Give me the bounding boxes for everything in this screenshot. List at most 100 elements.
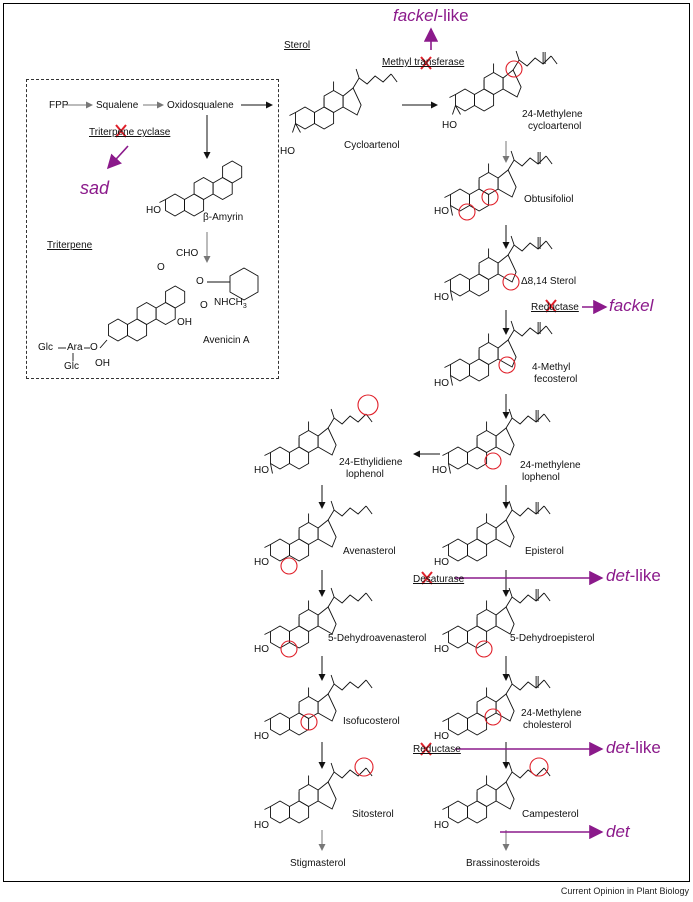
methyl xyxy=(452,105,456,115)
methylene-cycloartenol-label-1: 24-Methylene xyxy=(522,109,583,120)
ring xyxy=(469,358,490,382)
methyl xyxy=(510,235,515,246)
ho-bond xyxy=(442,452,449,456)
cross-methyl-transferase xyxy=(420,56,432,70)
nhch3-subscript: 3 xyxy=(242,303,247,310)
methyl-fecosterol-label-1: 4-Methyl xyxy=(532,362,571,373)
ring xyxy=(483,71,504,96)
ring xyxy=(165,285,186,309)
ring-d xyxy=(495,519,515,548)
det-like-mutant-1: det-like xyxy=(606,566,661,586)
side-chain xyxy=(505,767,545,783)
glycoside-o-label: O xyxy=(90,342,98,353)
ethylidiene-lophenol-structure xyxy=(264,408,373,474)
ring xyxy=(270,538,290,562)
ring-d xyxy=(342,87,362,116)
circle-d814 xyxy=(502,273,520,291)
ring xyxy=(298,429,319,454)
methyl xyxy=(508,500,513,511)
figure-frame xyxy=(3,3,690,882)
cross-reductase xyxy=(545,299,557,313)
cross-stroke xyxy=(545,299,557,313)
det-like-1-name: det xyxy=(606,566,630,585)
beta-amyrin-label: β-Amyrin xyxy=(203,212,244,223)
ring-d xyxy=(495,781,515,810)
ho-bond xyxy=(442,718,449,722)
sitosterol-label: Sitosterol xyxy=(352,809,394,820)
ring xyxy=(448,712,468,736)
triterpene-heading: Triterpene xyxy=(47,240,93,251)
fackel-like-name: fackel xyxy=(393,6,438,25)
brassinosteroids-label: Brassinosteroids xyxy=(466,858,540,869)
nhch3-label: NHCH3 xyxy=(214,297,247,313)
ring xyxy=(222,160,243,184)
ho-label-sitosterol: HO xyxy=(254,820,269,831)
triterpene-dashed-box xyxy=(26,79,279,379)
methyl xyxy=(545,155,553,165)
cross-stroke xyxy=(115,124,127,138)
side-chain xyxy=(505,592,545,608)
circle-campesterol xyxy=(529,757,549,777)
methyl xyxy=(450,290,453,301)
ring xyxy=(455,88,475,112)
avenicin-structure xyxy=(58,267,259,361)
ho-bond xyxy=(442,631,449,635)
squalene-label: Squalene xyxy=(96,100,139,111)
avenasterol-structure xyxy=(264,500,373,562)
isofucosterol-label: Isofucosterol xyxy=(343,716,400,727)
ring xyxy=(108,318,128,342)
ring xyxy=(289,625,310,649)
avenicin-oh2-label: OH xyxy=(95,358,110,369)
ho-bond xyxy=(264,718,271,722)
ring xyxy=(467,446,488,470)
methyl xyxy=(330,500,335,511)
dehydroavenasterol-label: 5-Dehydroavenasterol xyxy=(328,633,427,644)
ho-bond xyxy=(264,452,271,456)
circle-dehydroepisterol xyxy=(475,640,493,658)
methyl xyxy=(455,105,461,115)
fackel-like-mutant: fackel-like xyxy=(393,6,469,26)
ring xyxy=(270,446,290,470)
dehydroepisterol-label: 5-Dehydroepisterol xyxy=(510,633,595,644)
circle-methylene-cholesterol xyxy=(484,708,502,726)
methyl xyxy=(365,767,373,777)
ho-bond xyxy=(264,806,271,810)
ring xyxy=(469,188,490,212)
ring-d xyxy=(317,519,337,548)
credit-line: Current Opinion in Plant Biology xyxy=(560,886,689,896)
methyl xyxy=(510,150,515,161)
ethylidiene-lophenol-label-1: 24-Ethylidiene xyxy=(339,457,403,468)
ring-d xyxy=(317,606,337,635)
ring xyxy=(476,608,497,633)
ho-label-isofucosterol: HO xyxy=(254,731,269,742)
methyl xyxy=(295,123,301,133)
side-chain xyxy=(507,155,547,171)
methyl xyxy=(355,68,360,79)
side-chain xyxy=(352,73,392,89)
methylene-lophenol-label-1: 24-methylene xyxy=(520,460,581,471)
campesterol-label: Campesterol xyxy=(522,809,579,820)
cycloartenol-structure xyxy=(289,68,398,133)
ring xyxy=(298,695,319,720)
ester-o-label: O xyxy=(196,276,204,287)
methyl xyxy=(330,587,335,598)
cross-stroke xyxy=(421,571,433,585)
circle-methylene-lophenol xyxy=(484,452,502,470)
ho-label-cycloartenol: HO xyxy=(280,146,295,157)
ring-d xyxy=(495,427,515,456)
ring xyxy=(469,273,490,297)
det-like-2-suffix: -like xyxy=(629,738,661,757)
ring xyxy=(467,712,488,736)
ring-d xyxy=(317,781,337,810)
ho-bond xyxy=(264,544,271,548)
methyl xyxy=(330,408,335,419)
cycloartenol-label: Cycloartenol xyxy=(344,140,400,151)
ring-d xyxy=(497,169,517,198)
methylene-cycloartenol-structure xyxy=(449,50,558,115)
ring xyxy=(478,341,499,366)
bond xyxy=(99,339,108,349)
ring xyxy=(450,273,470,297)
fackel-mutant: fackel xyxy=(609,296,654,315)
circle-dehydroavenasterol xyxy=(280,640,298,658)
ring xyxy=(155,301,176,326)
